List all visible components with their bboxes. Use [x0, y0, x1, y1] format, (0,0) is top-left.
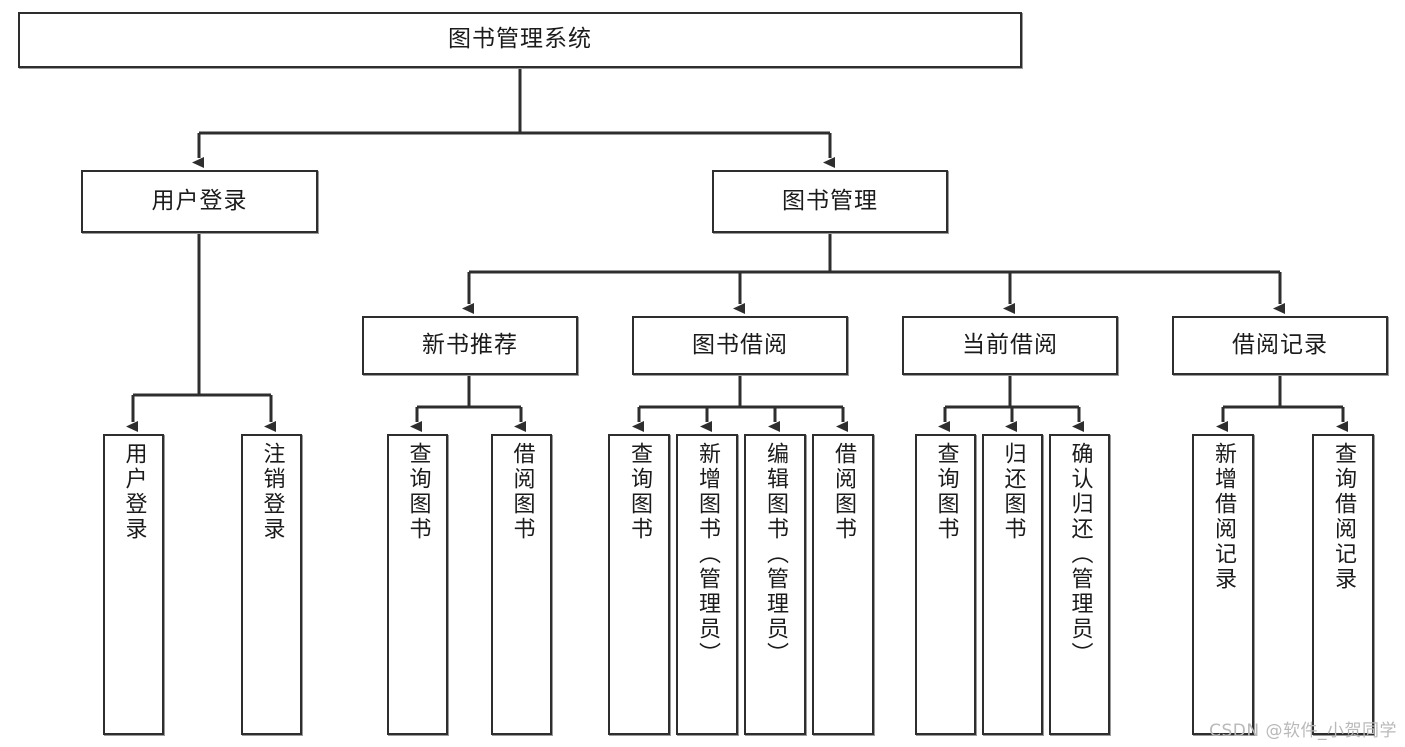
- leaf-current-borrow-query-book[interactable]: 查询图书: [915, 434, 976, 735]
- node-label: 确认归还（管理员）: [1067, 442, 1093, 667]
- node-label: 查询图书: [933, 442, 959, 542]
- node-label: 借阅图书: [509, 442, 535, 542]
- leaf-book-borrow-edit-book-admin[interactable]: 编辑图书（管理员）: [744, 434, 806, 735]
- node-label: 编辑图书（管理员）: [763, 442, 788, 667]
- leaf-book-borrow-borrow-book[interactable]: 借阅图书: [812, 434, 874, 735]
- leaf-user-login-logout[interactable]: 注销登录: [241, 434, 302, 735]
- node-borrow-record[interactable]: 借阅记录: [1172, 316, 1388, 375]
- leaf-user-login-login[interactable]: 用户登录: [103, 434, 164, 735]
- leaf-new-book-borrow-book[interactable]: 借阅图书: [491, 434, 552, 735]
- node-label: 新增图书（管理员）: [695, 442, 720, 667]
- leaf-current-borrow-confirm-return-admin[interactable]: 确认归还（管理员）: [1049, 434, 1110, 735]
- node-label: 注销登录: [259, 442, 285, 542]
- node-label: 新书推荐: [422, 331, 518, 358]
- node-label: 用户登录: [151, 187, 248, 214]
- node-new-book-recommend[interactable]: 新书推荐: [362, 316, 578, 375]
- node-book-borrow[interactable]: 图书借阅: [632, 316, 848, 375]
- node-root-book-management-system[interactable]: 图书管理系统: [18, 12, 1022, 68]
- leaf-book-borrow-add-book-admin[interactable]: 新增图书（管理员）: [676, 434, 738, 735]
- node-book-management[interactable]: 图书管理: [712, 170, 948, 233]
- node-label: 查询借阅记录: [1331, 442, 1356, 592]
- node-label: 查询图书: [405, 442, 431, 542]
- node-label: 新增借阅记录: [1211, 442, 1236, 592]
- node-current-borrow[interactable]: 当前借阅: [902, 316, 1118, 375]
- leaf-book-borrow-query-book[interactable]: 查询图书: [608, 434, 670, 735]
- node-label: 借阅图书: [831, 442, 856, 542]
- leaf-borrow-record-query-record[interactable]: 查询借阅记录: [1312, 434, 1374, 735]
- node-label: 归还图书: [1000, 442, 1026, 542]
- node-label: 图书管理: [782, 187, 878, 214]
- node-label: 用户登录: [121, 442, 147, 542]
- node-label: 查询图书: [627, 442, 652, 542]
- node-label: 当前借阅: [962, 331, 1058, 358]
- leaf-new-book-query-book[interactable]: 查询图书: [387, 434, 448, 735]
- leaf-borrow-record-add-record[interactable]: 新增借阅记录: [1192, 434, 1254, 735]
- node-user-login[interactable]: 用户登录: [81, 170, 318, 233]
- node-label: 借阅记录: [1232, 331, 1328, 358]
- node-label: 图书借阅: [692, 331, 788, 358]
- leaf-current-borrow-return-book[interactable]: 归还图书: [982, 434, 1043, 735]
- node-label: 图书管理系统: [448, 26, 592, 53]
